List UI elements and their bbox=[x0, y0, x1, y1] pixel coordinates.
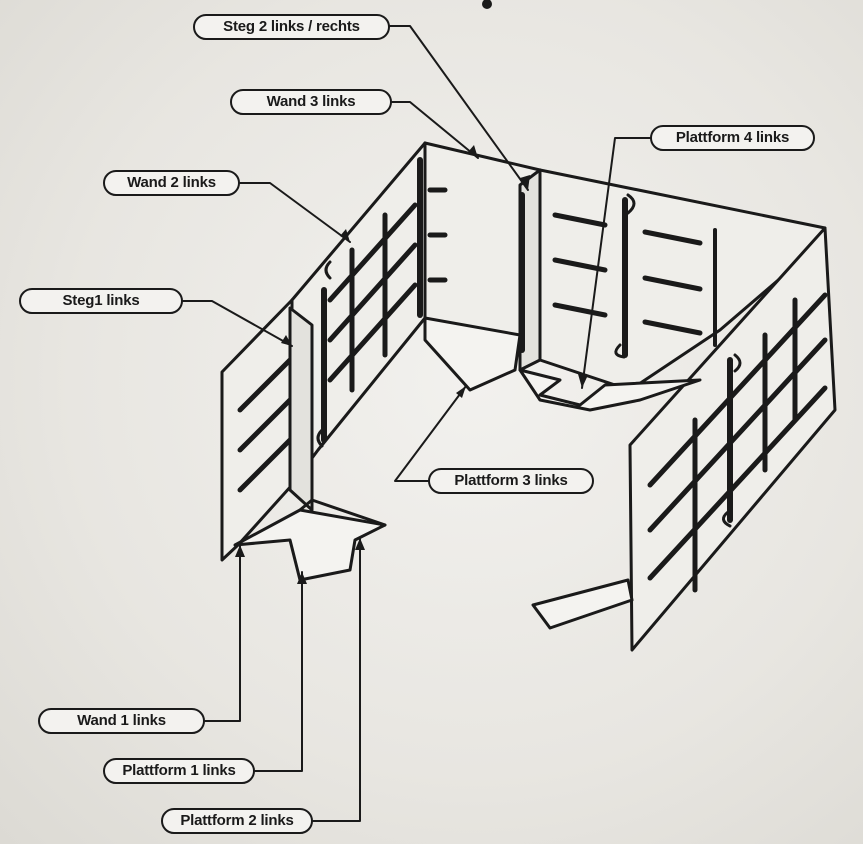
platform-4 bbox=[518, 368, 702, 412]
platform-1-2 bbox=[233, 498, 387, 582]
wall-2 bbox=[290, 141, 427, 487]
label-plattform-1: Plattform 1 links bbox=[103, 758, 255, 784]
steg-1 bbox=[288, 306, 314, 512]
wall-1 bbox=[220, 298, 294, 562]
label-plattform-2: Plattform 2 links bbox=[161, 808, 313, 834]
platform-3 bbox=[423, 316, 522, 392]
steg-2 bbox=[518, 168, 542, 372]
label-plattform-3: Plattform 3 links bbox=[428, 468, 594, 494]
label-wand-2: Wand 2 links bbox=[103, 170, 240, 196]
top-dot bbox=[482, 0, 492, 9]
label-steg-1: Steg1 links bbox=[19, 288, 183, 314]
wall-3 bbox=[417, 141, 542, 362]
wall-4 bbox=[538, 168, 827, 392]
label-wand-1: Wand 1 links bbox=[38, 708, 205, 734]
label-plattform-4: Plattform 4 links bbox=[650, 125, 815, 151]
leader-lines bbox=[182, 25, 651, 822]
label-wand-3: Wand 3 links bbox=[230, 89, 392, 115]
wall-5 bbox=[628, 226, 837, 652]
base-plate bbox=[531, 578, 634, 630]
label-steg-2: Steg 2 links / rechts bbox=[193, 14, 390, 40]
leader-arrowheads bbox=[235, 145, 588, 584]
